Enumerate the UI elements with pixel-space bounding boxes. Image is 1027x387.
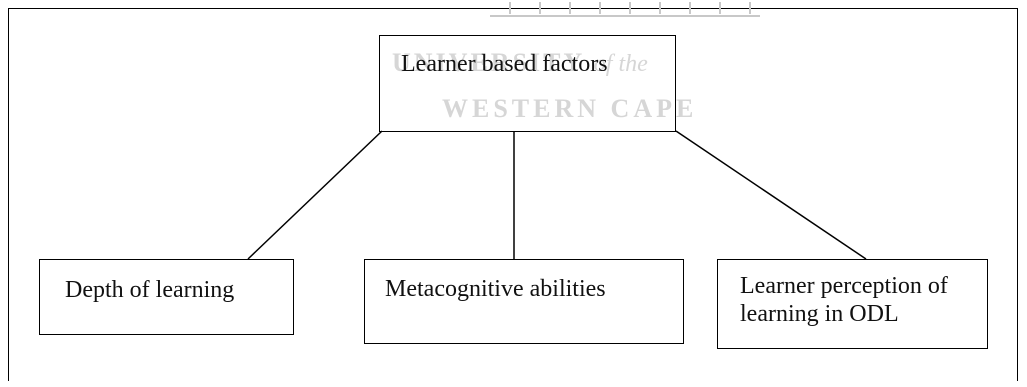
- child-node-learner-perception: Learner perception of learning in ODL: [717, 259, 988, 349]
- connector-root-to-depth: [247, 130, 383, 260]
- connector-root-to-perception: [675, 130, 867, 260]
- child-node-depth-of-learning: Depth of learning: [39, 259, 294, 335]
- diagram-frame: [8, 8, 1018, 381]
- watermark-western-cape: WESTERN CAPE: [442, 94, 698, 123]
- watermark-university: UNIVERSITY of the: [392, 48, 648, 77]
- university-crest-watermark: [490, 2, 760, 17]
- root-node-learner-based-factors: Learner based factors: [379, 35, 676, 132]
- child-node-metacognitive-abilities: Metacognitive abilities: [364, 259, 684, 344]
